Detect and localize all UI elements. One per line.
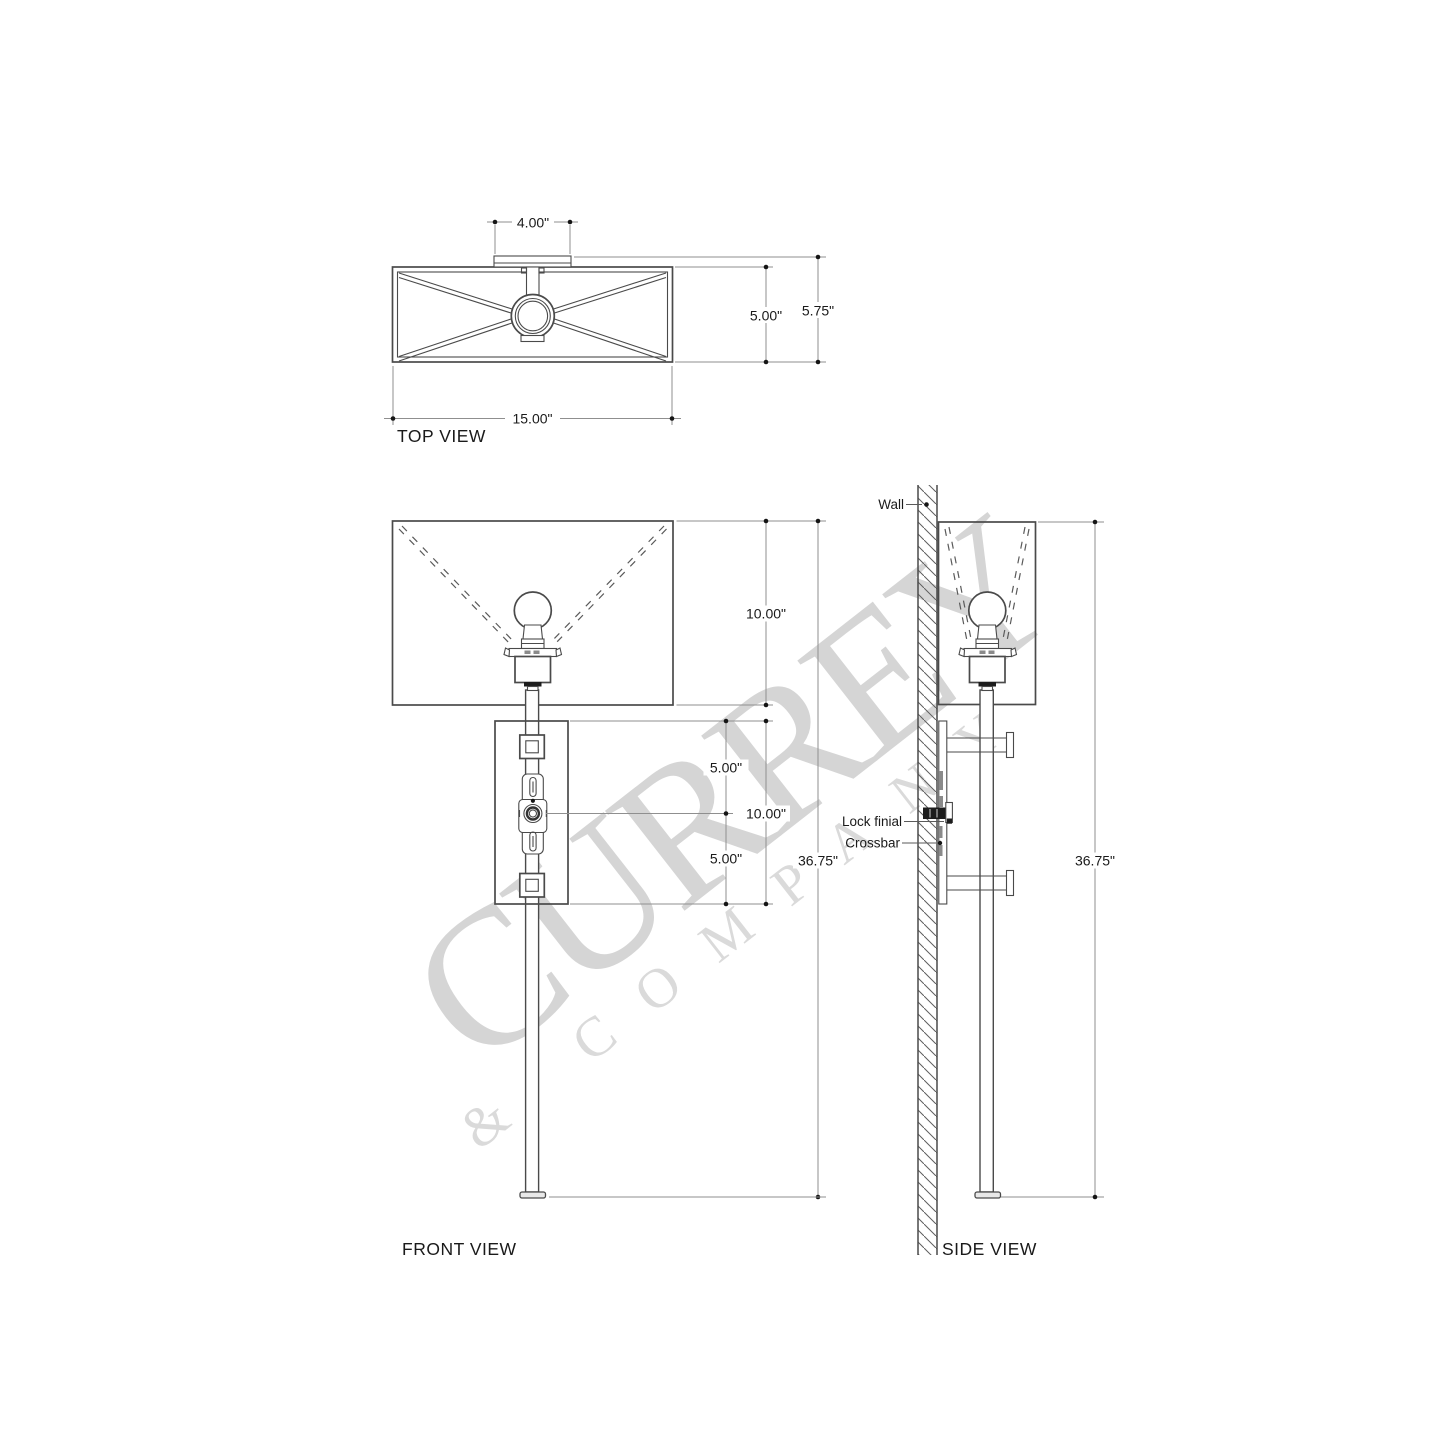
front-lock-mechanism <box>518 773 548 855</box>
front-backplate <box>494 720 569 905</box>
front-bottom-knob <box>518 872 546 898</box>
crossbar-label: Crossbar <box>845 836 900 851</box>
side-view: Wall Lock finial Crossbar 36.75" SIDE VI… <box>842 485 1120 1259</box>
dim-front-overall-height: 36.75" <box>798 853 838 869</box>
dim-shade-depth: 5.00" <box>750 308 782 324</box>
side-upper-arm-flange <box>1005 731 1015 759</box>
dim-backplate-lower: 5.00" <box>710 851 742 867</box>
dim-backplate-height: 10.00" <box>746 806 786 822</box>
front-view-dimensions: 10.00" 5.00" 5.00" 10.00" <box>546 518 843 1200</box>
top-view-title: TOP VIEW <box>397 426 486 446</box>
dim-shade-height: 10.00" <box>746 606 786 622</box>
side-pole-end-cap <box>974 1191 1002 1199</box>
front-bulb <box>513 591 553 630</box>
side-upper-arm <box>946 731 1015 759</box>
dim-total-depth: 5.75" <box>802 303 834 319</box>
top-view: 4.00" 5.00" 5.75" 15 <box>384 214 841 446</box>
top-stem <box>525 266 540 296</box>
side-pole <box>979 689 995 1193</box>
side-view-dimensions: 36.75" <box>1001 519 1120 1200</box>
side-bulb <box>967 591 1007 630</box>
dim-backplate-upper: 5.00" <box>710 760 742 776</box>
front-pole <box>524 689 540 1193</box>
dim-side-overall-height: 36.75" <box>1075 853 1115 869</box>
front-view: 10.00" 5.00" 5.00" 10.00" <box>391 518 843 1259</box>
wall-label: Wall <box>878 497 904 512</box>
side-shade-dashed-braces <box>944 526 1030 647</box>
side-lower-arm-flange <box>1005 869 1015 897</box>
side-crossbar-assembly <box>923 771 953 856</box>
top-socket <box>510 293 556 343</box>
dim-plate-width: 4.00" <box>517 215 549 231</box>
top-shade-spokes <box>398 272 667 362</box>
top-mount-plate <box>493 255 572 268</box>
side-view-callouts: Wall Lock finial Crossbar <box>842 497 944 851</box>
front-pole-end-cap <box>519 1191 547 1199</box>
side-view-title: SIDE VIEW <box>942 1239 1037 1259</box>
side-bulb-socket <box>958 591 1018 692</box>
side-wall <box>917 485 938 1255</box>
side-lower-arm <box>946 869 1015 897</box>
dim-shade-width: 15.00" <box>512 411 552 427</box>
side-lock-finial <box>923 807 948 819</box>
front-view-title: FRONT VIEW <box>402 1239 517 1259</box>
front-top-knob <box>518 734 546 760</box>
top-view-dimensions: 4.00" 5.00" 5.75" 15 <box>384 214 841 427</box>
front-shade-dashed-braces <box>398 525 667 647</box>
front-bulb-socket <box>503 591 563 692</box>
lock-finial-label: Lock finial <box>842 814 902 829</box>
